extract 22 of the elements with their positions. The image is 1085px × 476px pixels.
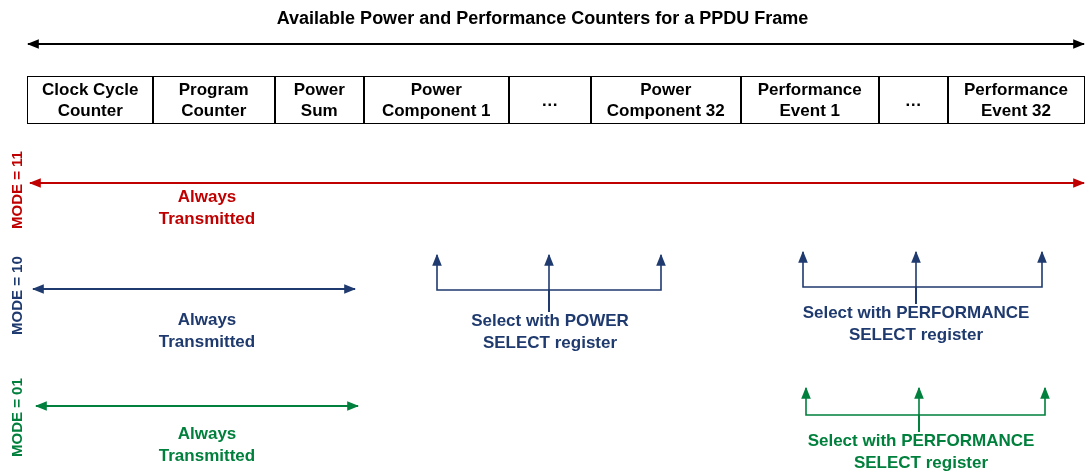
counter-cell: Power Component 32 (590, 76, 742, 124)
counter-cell: Program Counter (152, 76, 276, 124)
counter-cell: Power Sum (274, 76, 365, 124)
select-note: Select with POWER SELECT register (455, 310, 645, 354)
span-note: Always Transmitted (157, 309, 257, 353)
counter-cell: Performance Event 32 (947, 76, 1085, 124)
counter-cell: Performance Event 1 (740, 76, 880, 124)
select-note: Select with PERFORMANCE SELECT register (781, 430, 1061, 474)
mode-label: MODE = 10 (8, 255, 25, 338)
span-note: Always Transmitted (157, 423, 257, 467)
arrow (915, 250, 1047, 305)
span-note: Always Transmitted (157, 186, 257, 230)
counter-cell: Power Component 1 (363, 76, 510, 124)
counter-cell: Clock Cycle Counter (27, 76, 154, 124)
arrow (918, 386, 1050, 433)
ellipsis-cell: … (878, 76, 949, 124)
select-note: Select with PERFORMANCE SELECT register (776, 302, 1056, 346)
mode-label: MODE = 01 (8, 377, 25, 460)
arrow (548, 253, 666, 313)
ellipsis-cell: … (508, 76, 592, 124)
mode-label: MODE = 11 (8, 150, 25, 231)
title: Available Power and Performance Counters for a PPDU Frame (275, 7, 810, 29)
